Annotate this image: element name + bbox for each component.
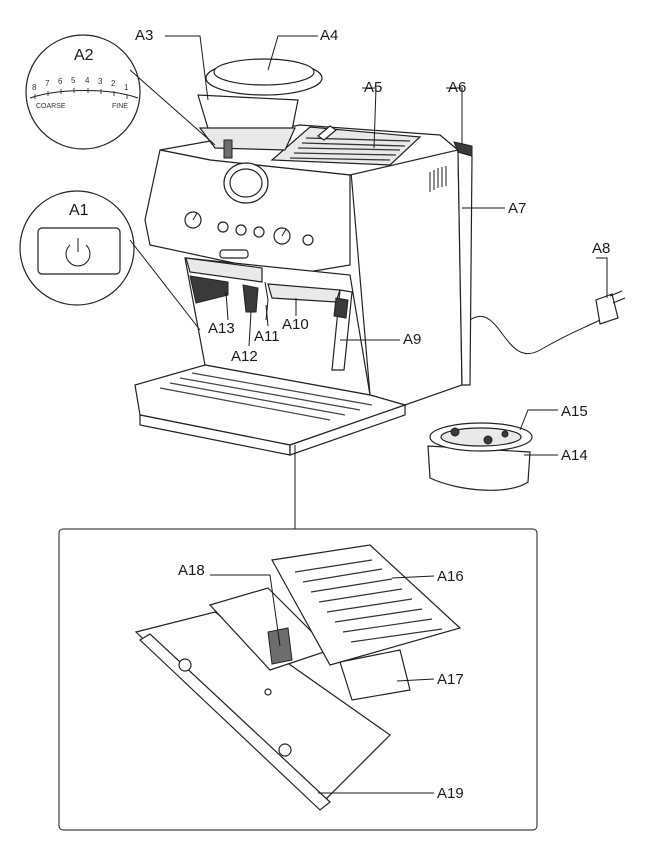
tamper-clip [242,284,259,313]
tray-rear-cover [339,649,411,701]
portafilter-holder [189,275,229,304]
dial-number-7: 7 [45,79,50,88]
dial-coarse-label: COARSE [36,103,66,110]
cup-base [427,445,531,491]
grind-selector [223,139,233,159]
dial-number-6: 6 [58,77,63,86]
label-a12: A12 [231,348,258,365]
top-lever [316,125,338,141]
dial-number-8: 8 [32,83,37,92]
detail-box [58,528,538,831]
dial-fine-label: FINE [112,103,128,110]
label-a8: A8 [592,240,610,257]
power-plug [595,293,619,325]
dial-number-1: 1 [124,83,129,92]
label-a11: A11 [254,328,280,345]
label-a15: A15 [561,403,588,420]
tamping-cup [427,422,533,491]
leader-lines [165,35,608,794]
indicator-strip [219,249,249,259]
label-a13: A13 [208,320,235,337]
drip-grid-plate [271,544,462,666]
label-a10: A10 [282,316,309,333]
group-head [185,257,263,283]
button-3 [253,226,265,238]
button-2 [235,224,247,236]
rear-edge [457,151,473,386]
label-a17: A17 [437,671,464,688]
label-a5: A5 [364,79,382,96]
label-a7: A7 [508,200,526,217]
machine-side-panel [349,139,463,406]
drip-grid [159,372,373,421]
label-a1: A1 [69,202,89,219]
power-button-closeup [37,227,121,275]
label-a16: A16 [437,568,464,585]
label-a3: A3 [135,27,153,44]
label-a9: A9 [403,331,421,348]
grind-collar [198,127,296,151]
label-a6: A6 [448,79,466,96]
dial-number-3: 3 [98,77,103,86]
power-icon [65,238,91,267]
label-a2: A2 [74,47,94,64]
power-callout [19,190,135,306]
callout-circle-a2 [25,34,141,150]
control-panel-front [144,149,351,276]
label-a4: A4 [320,27,338,44]
dial-number-2: 2 [111,79,116,88]
button-1 [217,221,229,233]
drip-tray-exploded [134,544,462,811]
grind-dial-callout: 8 7 6 5 4 3 2 1 COARSE FINE [25,34,141,150]
cup-warmer-grill [270,126,422,166]
label-a14: A14 [561,447,588,464]
label-a19: A19 [437,785,464,802]
dial-number-5: 5 [71,76,76,85]
power-button [302,234,314,246]
dial-number-4: 4 [85,76,90,85]
espresso-machine [134,58,626,456]
grid-slots [294,559,443,643]
side-vents [429,166,447,192]
callout-labels: A2 A1 A3 A4 A5 A6 A7 A8 A9 A10 A11 A12 A… [69,27,610,802]
label-a18: A18 [178,562,205,579]
